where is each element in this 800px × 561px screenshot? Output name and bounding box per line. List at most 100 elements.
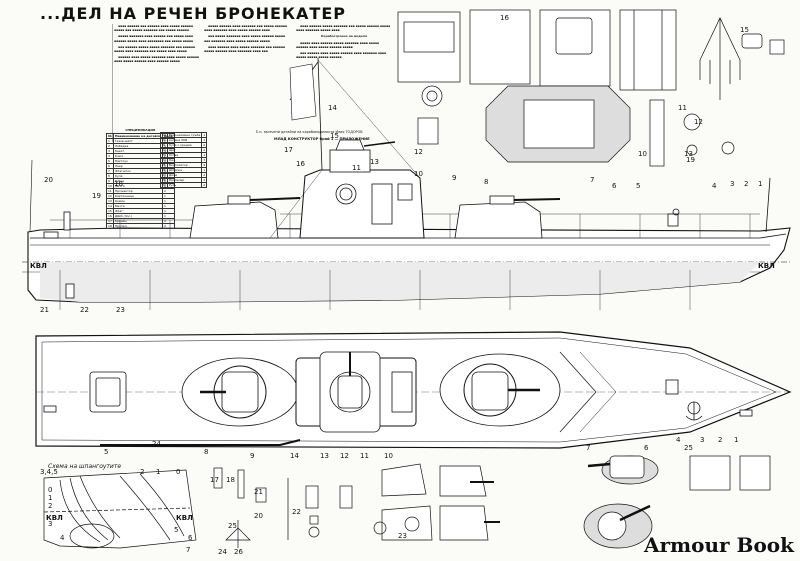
callout-side: 20 [44,176,53,184]
callout-side: 1 [758,180,763,188]
frame-number-top: 2 [140,468,145,476]
callout-side: 18 [114,180,123,188]
detail-views-top [397,9,785,167]
callout-detail: 15 [740,26,749,34]
callout-side: 16 [296,160,305,168]
forward-turret-plan [439,353,561,427]
callout-side: 2 [744,180,749,188]
spec-table-2-cell: 29 [160,182,168,188]
callout-detail: 12 [694,118,703,126]
frame-number-top: 3,4,5 [40,468,58,476]
callout-plan: 2 [718,436,723,444]
callout-plan: 5 [104,448,109,456]
callout-plan: 9 [250,452,255,460]
article-column-3: ▪▪▪▪ ▪▪▪▪▪▪ ▪▪▪▪▪ ▪▪▪▪▪▪▪ ▪▪▪ ▪▪▪▪▪ ▪▪▪▪… [296,24,391,60]
callout-plan: 3 [700,436,705,444]
detail-views-bottom [43,455,771,549]
aft-hatch [89,371,127,413]
callout-side: 14 [328,104,337,112]
callout-plan: 14 [290,452,299,460]
callout-side: 17 [284,146,293,154]
hull-shade [40,262,760,302]
callout-detail: 21 [254,488,263,496]
spec-table-heading: СПЕЦИФИКАЦИЯ [125,128,156,132]
spec-table-2-cell: Руль [166,182,203,188]
callout-plan: 11 [360,452,369,460]
callout-plan: 6 [644,444,649,452]
spec-table-2-cell: 2 [201,182,208,188]
frame-number: 5 [174,526,179,534]
frame-number: 2 [48,502,53,510]
callout-side: 4 [712,182,717,190]
spec-table-cell: 18 [106,223,114,229]
frame-stations [59,270,691,310]
spec-table-cell: Пропел. [112,223,163,229]
callout-side: 8 [484,178,489,186]
callout-detail: 17 [210,476,219,484]
frame-number-top: 1 [156,468,161,476]
forward-turret-side [454,195,561,239]
frame-number: 7 [186,546,191,554]
callout-plan: 8 [204,448,209,456]
callout-detail: 24 [218,548,227,556]
callout-side: 5 [636,182,641,190]
bow-fittings [667,177,771,233]
callout-side: 22 [80,306,89,314]
frame-number: 3 [48,520,53,528]
callout-side: 7 [590,176,595,184]
section-heading: Корабостроене на модела [320,34,368,39]
callout-plan: 25 [684,444,693,452]
callout-detail: 18 [226,476,235,484]
callout-plan: 13 [320,452,329,460]
spec-table-cell: 2 [161,223,175,229]
aft-turret-side [189,195,301,239]
callout-side: 15 [330,132,339,140]
callout-detail: 19 [686,156,695,164]
callout-side: 6 [612,182,617,190]
callout-side: 21 [40,306,49,314]
aft-turret-plan [181,357,299,427]
callout-detail: 20 [254,512,263,520]
publication-caption: МЛАД КОНСТРУКТОР брой 1 — ПРИЛОЖЕНИЕ [274,137,370,141]
callout-detail: 10 [638,150,647,158]
callout-side: 10 [414,170,423,178]
callout-detail: 16 [500,14,509,22]
callout-detail: 23 [398,532,407,540]
article-column-1: ▪▪▪▪ ▪▪▪▪▪▪ ▪▪▪ ▪▪▪▪▪▪ ▪▪▪▪ ▪▪▪▪▪ ▪▪▪▪▪▪… [112,24,200,142]
callout-side: 12 [414,148,423,156]
callout-side: 13 [370,158,379,166]
callout-side: 9 [452,174,457,182]
callout-detail: 22 [292,508,301,516]
callout-side: 11 [352,164,361,172]
waterline-label-aft: КВЛ [30,262,47,270]
frame-schema-label: Схема на шпангоутите [48,463,122,470]
frame-number-top: 0 [176,468,181,476]
callout-plan: 7 [586,444,591,452]
callout-detail: 26 [234,548,243,556]
frame-number: 4 [60,534,65,542]
callout-detail: 25 [228,522,237,530]
callout-side: 23 [116,306,125,314]
frame-number: 1 [48,494,53,502]
spec-table-2-cell: Водоналивна тръба [166,132,203,138]
frame-number: 0 [48,486,53,494]
side-elevation [22,57,791,310]
spec-table-header-cell: Наименование на детайла [112,133,163,139]
waterline-label-schema-left: КВЛ [46,514,63,522]
frame-schema [43,469,197,549]
wheelhouse-side [299,139,425,239]
callout-side: 19 [92,192,101,200]
callout-plan: 10 [384,452,393,460]
waterline-label-schema-right: КВЛ [176,514,193,522]
callout-side: 3 [730,180,735,188]
callout-detail: 13 [684,150,693,158]
stern-fittings [29,159,75,299]
mast-side [269,57,421,239]
author-credit: Е.н. засечени детайли на корабомоделиста… [256,130,363,134]
sheet-title: ...ДЕЛ НА РЕЧЕН БРОНЕКАТЕР [40,4,346,23]
frame-number: 6 [188,534,193,542]
